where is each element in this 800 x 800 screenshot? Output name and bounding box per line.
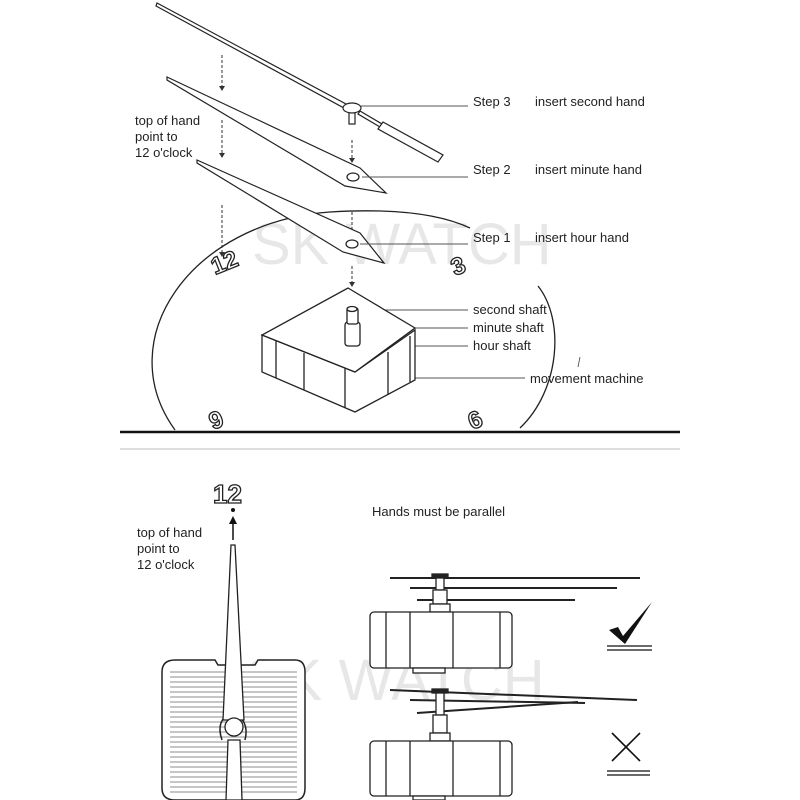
bottom-hint-line-1: top of hand [137, 525, 202, 540]
twelve-dot [231, 508, 235, 512]
movement-machine-label: movement machine [530, 371, 643, 386]
step-3-number: Step 3 [473, 94, 511, 109]
minute-hand [166, 76, 388, 194]
movement-machine [260, 287, 417, 413]
parallel-title: Hands must be parallel [372, 504, 505, 519]
check-mark-icon [607, 602, 652, 651]
top-hint-line-3: 12 o'clock [135, 145, 193, 160]
step-3-action: insert second hand [535, 94, 645, 109]
front-hand [222, 544, 245, 800]
guide-arrows [221, 55, 353, 282]
step-2-number: Step 2 [473, 162, 511, 177]
hour-shaft-label: hour shaft [473, 338, 531, 353]
second-hand [155, 2, 444, 163]
top-hint-line-2: point to [135, 129, 178, 144]
minute-shaft-label: minute shaft [473, 320, 544, 335]
step-labels: Step 3 insert second hand Step 2 insert … [473, 94, 645, 245]
clock-dial-outline [151, 210, 556, 431]
dial-number-12: 12 [207, 246, 242, 281]
hour-hand [196, 159, 386, 265]
up-arrow-icon [229, 516, 237, 540]
bottom-hint-line-3: 12 o'clock [137, 557, 195, 572]
bottom-hint-line-2: point to [137, 541, 180, 556]
top-hint-line-1: top of hand [135, 113, 200, 128]
bottom-12-marker: 12 [213, 479, 242, 509]
second-shaft-label: second shaft [473, 302, 547, 317]
step-1-number: Step 1 [473, 230, 511, 245]
side-view-correct [369, 573, 640, 674]
step-1-action: insert hour hand [535, 230, 629, 245]
side-view-wrong [369, 688, 638, 800]
cross-mark-icon [607, 732, 650, 776]
step-2-action: insert minute hand [535, 162, 642, 177]
